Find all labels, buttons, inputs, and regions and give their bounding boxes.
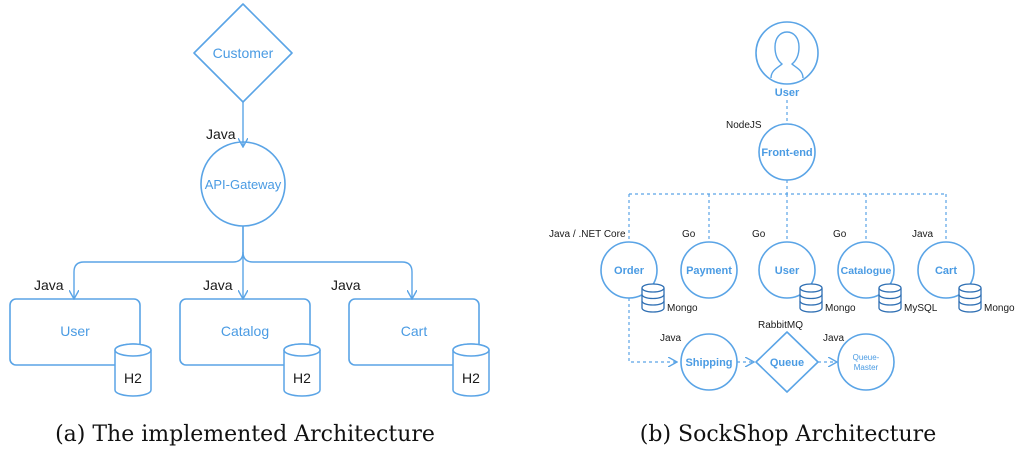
catalog-service-label: Catalog: [221, 323, 269, 339]
user-svc-db-label: Mongo: [825, 303, 856, 314]
payment-label: Payment: [686, 265, 732, 277]
cart-service-tech: Java: [331, 277, 361, 293]
order-db-label: Mongo: [667, 303, 698, 314]
caption-b: (b) SockShop Architecture: [640, 422, 936, 447]
user-svc-tech-label: Go: [752, 229, 766, 240]
gateway-to-cart-arrow: [242, 251, 412, 298]
frontend-service-bus: [628, 180, 947, 242]
left-diagram: Customer Java API-Gateway Java Java Java…: [9, 3, 490, 447]
user-svc-db-icon: [799, 283, 823, 313]
cart-service-box: [348, 298, 480, 366]
user-svc-label: User: [775, 265, 800, 277]
order-label: Order: [614, 265, 645, 277]
cart-svc-db-label: Mongo: [984, 303, 1015, 314]
order-db-icon: [641, 283, 665, 313]
queue-node: [755, 331, 819, 393]
catalogue-tech-label: Go: [833, 229, 847, 240]
shipping-label: Shipping: [685, 357, 732, 369]
cart-svc-db-icon: [958, 283, 982, 313]
right-diagram: User NodeJS Front-end Java / .NET Core G…: [549, 21, 1015, 447]
catalog-service-tech: Java: [203, 277, 233, 293]
queue-master-node: [837, 333, 895, 391]
catalogue-db-label: MySQL: [904, 303, 938, 314]
queue-master-tech-label: Java: [823, 333, 845, 344]
cart-svc-tech-label: Java: [912, 229, 934, 240]
user-actor-icon: [755, 21, 819, 85]
order-tech-label: Java / .NET Core: [549, 229, 626, 240]
gateway-tech-label: Java: [206, 126, 236, 142]
catalogue-label: Catalogue: [841, 265, 892, 277]
queue-master-label-line1: Queue-: [853, 353, 880, 362]
customer-label: Customer: [213, 45, 274, 61]
catalogue-node: [837, 241, 895, 299]
catalog-db-label: H2: [293, 370, 311, 386]
catalog-service-box: [179, 298, 311, 366]
queue-master-label-line2: Master: [854, 363, 879, 372]
frontend-label: Front-end: [761, 147, 812, 159]
shipping-tech-label: Java: [660, 333, 682, 344]
queue-tech-label: RabbitMQ: [758, 320, 803, 331]
user-db-label: H2: [124, 370, 142, 386]
api-gateway-label: API-Gateway: [205, 177, 282, 192]
caption-a: (a) The implemented Architecture: [55, 422, 435, 447]
user-actor-label: User: [775, 87, 800, 99]
queue-label: Queue: [770, 357, 804, 369]
cart-svc-label: Cart: [935, 265, 957, 277]
frontend-tech-label: NodeJS: [726, 120, 762, 131]
cart-svc-node: [917, 241, 975, 299]
payment-node: [680, 241, 738, 299]
cart-db-label: H2: [462, 370, 480, 386]
user-service-box: [9, 298, 141, 366]
customer-node: Customer: [193, 3, 293, 103]
cart-service-label: Cart: [401, 323, 428, 339]
user-svc-node: [758, 241, 816, 299]
payment-tech-label: Go: [682, 229, 696, 240]
user-service-tech: Java: [34, 277, 64, 293]
catalogue-db-icon: [878, 283, 902, 313]
user-service-label: User: [60, 323, 90, 339]
